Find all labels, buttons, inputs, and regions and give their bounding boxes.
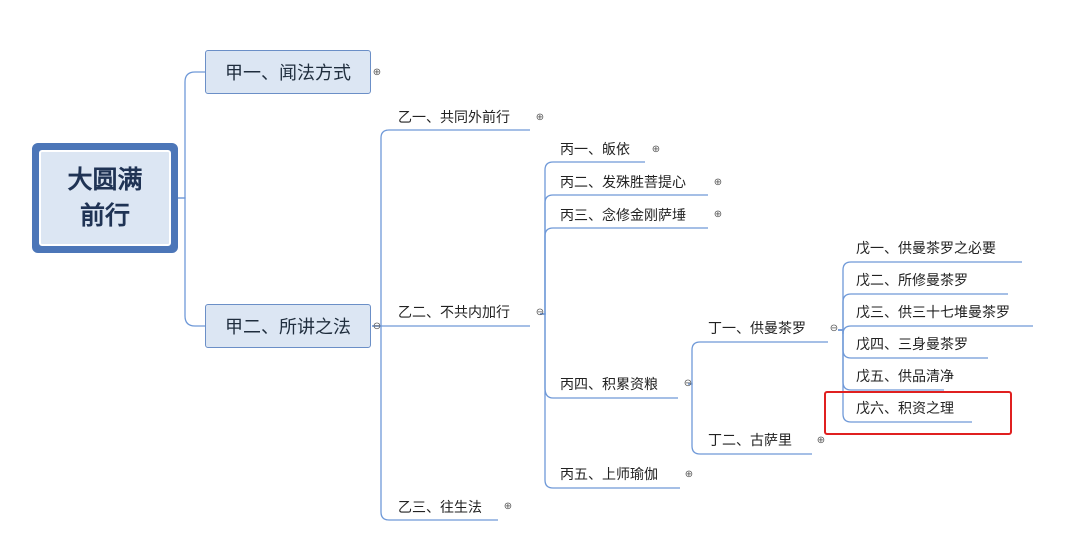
link-ding1-wu2 <box>838 293 1008 331</box>
topic-wu1[interactable]: 戊一、供曼茶罗之必要 <box>856 241 996 257</box>
expand-icon[interactable]: ⊕ <box>713 177 723 188</box>
collapse-icon[interactable]: ⊖ <box>829 323 839 334</box>
expand-icon[interactable]: ⊕ <box>713 209 723 220</box>
topic-bing1[interactable]: 丙一、皈依 <box>560 142 630 158</box>
collapse-icon[interactable]: ⊖ <box>535 307 545 318</box>
link-yi2-bing5 <box>540 313 680 489</box>
topic-bing4[interactable]: 丙四、积累资粮 <box>560 377 658 393</box>
topic-bing3[interactable]: 丙三、念修金刚萨埵 <box>560 208 686 224</box>
link-yi2-bing3 <box>540 227 708 315</box>
topic-jia1-label: 甲一、闻法方式 <box>225 63 351 84</box>
link-ding1-wu3 <box>838 325 1033 335</box>
topic-wu3[interactable]: 戊三、供三十七堆曼茶罗 <box>856 305 1010 321</box>
topic-ding1[interactable]: 丁一、供曼茶罗 <box>708 321 806 337</box>
highlight-box <box>824 391 1012 435</box>
topic-jia1[interactable]: 甲一、闻法方式 <box>205 50 371 94</box>
topic-wu5[interactable]: 戊五、供品清净 <box>856 369 954 385</box>
expand-icon[interactable]: ⊕ <box>535 112 545 123</box>
topic-bing2[interactable]: 丙二、发殊胜菩提心 <box>560 175 686 191</box>
expand-icon[interactable]: ⊕ <box>503 501 513 512</box>
topic-bing5[interactable]: 丙五、上师瑜伽 <box>560 467 658 483</box>
topic-yi2[interactable]: 乙二、不共内加行 <box>398 305 510 321</box>
collapse-icon[interactable]: ⊖ <box>683 378 693 389</box>
link-bing4-ding1 <box>688 341 828 385</box>
link-yi2-bing2 <box>540 194 708 315</box>
link-jia2-yi1 <box>372 129 530 327</box>
topic-wu2[interactable]: 戊二、所修曼茶罗 <box>856 273 968 289</box>
expand-icon[interactable]: ⊕ <box>816 435 826 446</box>
collapse-icon[interactable]: ⊖ <box>372 321 382 332</box>
topic-wu4[interactable]: 戊四、三身曼茶罗 <box>856 337 968 353</box>
topic-yi3[interactable]: 乙三、往生法 <box>398 500 482 516</box>
link-ding1-wu1 <box>838 261 1022 331</box>
link-root-jia2 <box>178 197 205 327</box>
expand-icon[interactable]: ⊕ <box>372 67 382 78</box>
root-topic-label: 大圆满 前行 <box>39 150 171 246</box>
root-topic[interactable]: 大圆满 前行 <box>32 143 178 253</box>
link-yi2-bing1 <box>540 161 645 315</box>
expand-icon[interactable]: ⊕ <box>684 469 694 480</box>
topic-jia2[interactable]: 甲二、所讲之法 <box>205 304 371 348</box>
link-jia2-yi3 <box>372 325 498 521</box>
link-bing4-ding2 <box>688 383 812 455</box>
link-root-jia1 <box>178 71 205 199</box>
topic-ding2[interactable]: 丁二、古萨里 <box>708 433 792 449</box>
topic-jia2-label: 甲二、所讲之法 <box>225 317 351 338</box>
topic-yi1[interactable]: 乙一、共同外前行 <box>398 110 510 126</box>
link-ding1-wu6 <box>838 329 972 423</box>
topic-wu6[interactable]: 戊六、积资之理 <box>856 401 954 417</box>
expand-icon[interactable]: ⊕ <box>651 144 661 155</box>
